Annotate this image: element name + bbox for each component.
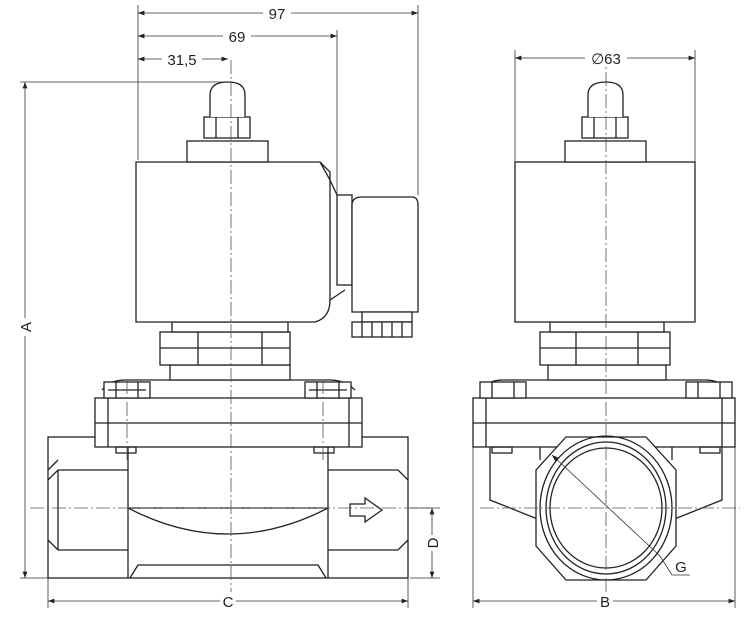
dim-g: G — [675, 559, 687, 576]
front-view — [30, 60, 430, 600]
cap-nut — [203, 116, 251, 139]
connector — [351, 196, 419, 313]
dim-diameter-63: ∅63 — [591, 51, 621, 68]
bolt-side-right — [685, 381, 733, 399]
arrow-right-icon — [349, 496, 384, 524]
dim-c: C — [223, 594, 234, 611]
dim-a: A — [18, 322, 35, 332]
dim-d: D — [425, 537, 442, 548]
dimensions: 97 69 31,5 ∅63 A D C B G — [17, 4, 736, 611]
bolt-right — [304, 381, 352, 399]
dome-cap — [209, 81, 246, 117]
side-view — [472, 50, 740, 600]
bolt-side-left — [479, 381, 527, 399]
dim-69: 69 — [229, 29, 246, 46]
dim-97: 97 — [269, 6, 286, 23]
dim-b: B — [600, 594, 610, 611]
coil-side — [514, 161, 696, 323]
coil — [135, 161, 331, 323]
dim-31-5: 31,5 — [167, 52, 196, 69]
